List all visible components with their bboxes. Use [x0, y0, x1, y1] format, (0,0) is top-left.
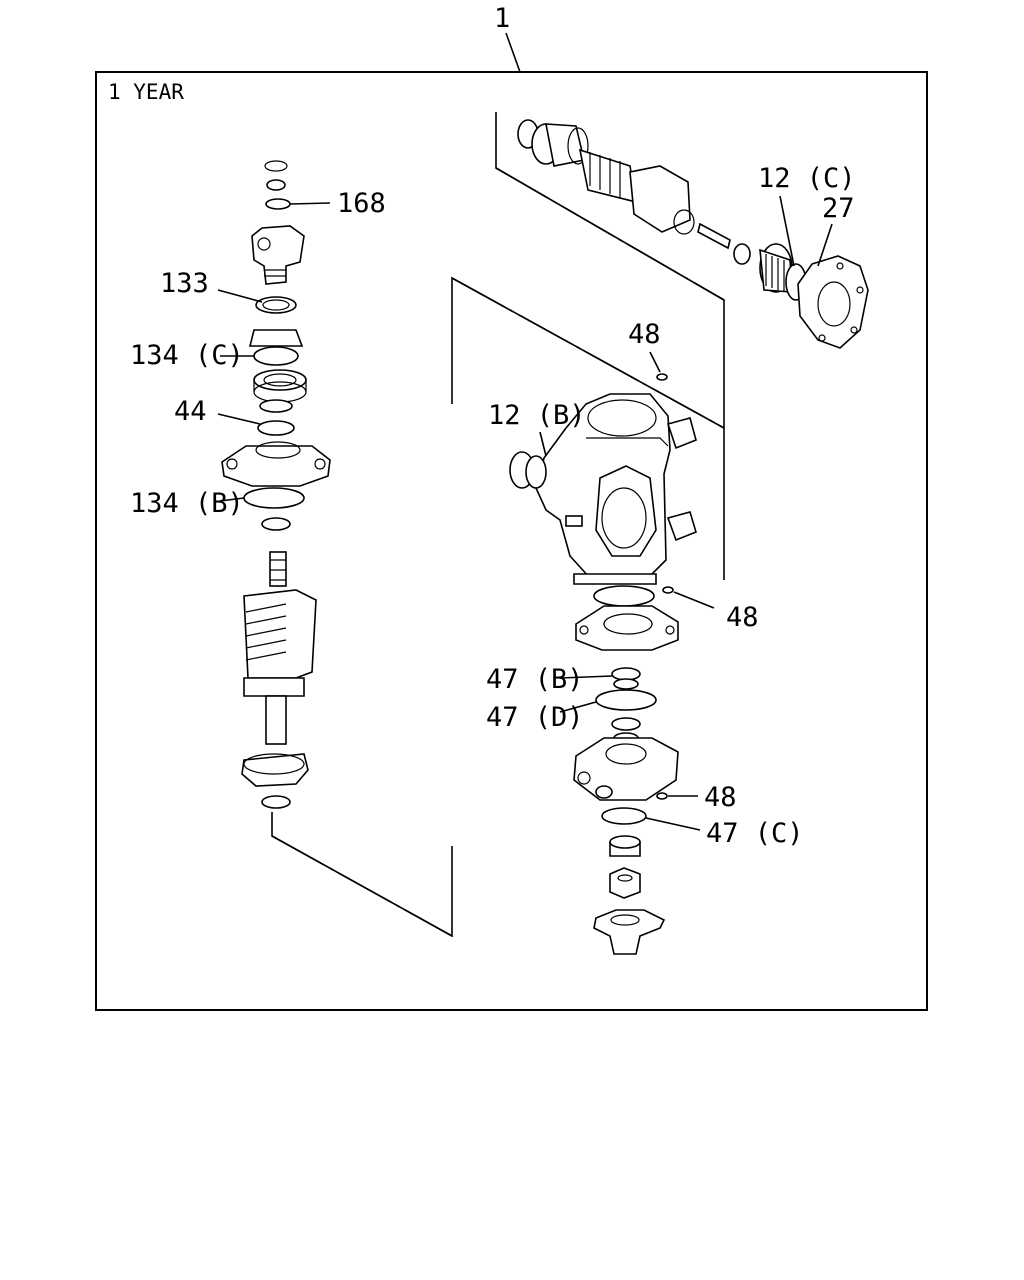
callout-47d: 47 (D): [486, 702, 584, 733]
callout-48-mid: 48: [726, 602, 759, 633]
callout-12b: 12 (B): [488, 400, 586, 431]
left-shaft-assembly: [221, 160, 331, 809]
callout-134c: 134 (C): [130, 340, 244, 371]
callout-48-top: 48: [628, 319, 661, 350]
callout-44: 44: [174, 396, 207, 427]
callout-47c: 47 (C): [706, 818, 804, 849]
input-shaft-assembly: [517, 119, 869, 349]
kit-frame: [95, 71, 928, 1011]
callout-47b: 47 (B): [486, 664, 584, 695]
part-27-cover: [797, 255, 869, 349]
part-134c-ring: [253, 346, 299, 366]
part-134b-oring: [243, 487, 305, 509]
callout-133: 133: [160, 268, 209, 299]
callout-12c: 12 (C): [758, 163, 856, 194]
callout-168: 168: [337, 188, 386, 219]
part-47c-oring: [601, 807, 647, 825]
part-133-seal: [255, 296, 297, 314]
callout-134b: 134 (B): [130, 488, 244, 519]
part-44-seal: [257, 420, 295, 436]
kit-number-leader: [505, 32, 521, 73]
assembly-link-line: [271, 812, 453, 938]
part-47d-oring: [595, 689, 657, 711]
part-168-oring: [265, 198, 291, 210]
kit-number-label: 1: [494, 3, 510, 34]
callout-48-low: 48: [704, 782, 737, 813]
lower-parts-stack: [573, 585, 679, 955]
gear-housing: [509, 373, 697, 594]
callout-27: 27: [822, 193, 855, 224]
kit-frame-title: 1 YEAR: [108, 80, 184, 104]
